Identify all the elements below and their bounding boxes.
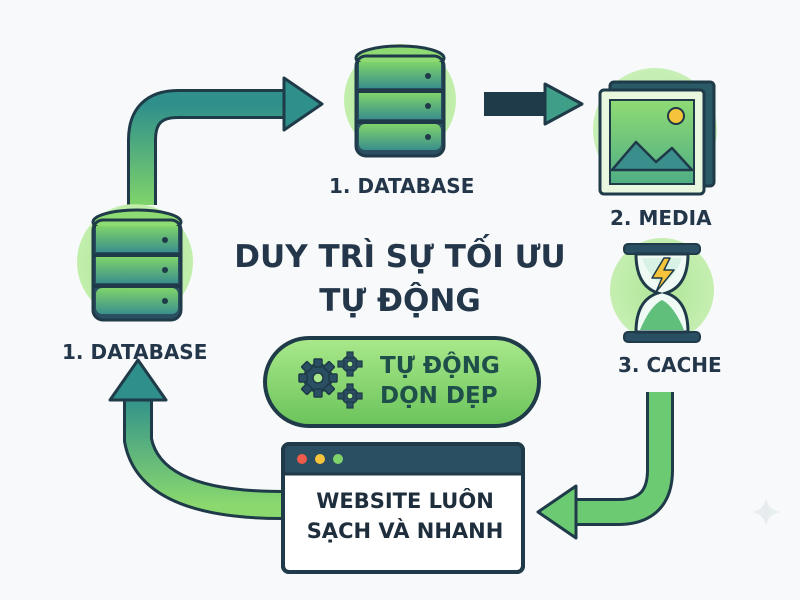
node-label-media: 2. MEDIA — [610, 206, 712, 230]
gear-icon — [298, 358, 338, 398]
diagram-title-line2: TỰ ĐỘNG — [319, 283, 481, 319]
auto-clean-line2: DỌN DẸP — [380, 383, 498, 409]
gear-icon — [337, 383, 363, 409]
node-label-database-top: 1. DATABASE — [329, 174, 475, 198]
arrow-cache-to-website — [536, 392, 674, 540]
website-text-line1: WEBSITE LUÔN — [316, 489, 494, 513]
arrow-database-to-media — [484, 82, 584, 126]
auto-clean-badge — [263, 336, 541, 428]
gear-icon — [337, 351, 363, 377]
image-icon — [593, 68, 717, 196]
arrow-website-to-database-left — [108, 358, 283, 520]
arrow-database-left-to-top — [127, 76, 324, 205]
database-icon — [344, 44, 456, 158]
browser-window-icon — [281, 442, 525, 574]
hourglass-icon — [610, 238, 714, 343]
node-label-database-left: 1. DATABASE — [62, 340, 208, 364]
sparkle-icon — [752, 498, 780, 526]
diagram-title-line1: DUY TRÌ SỰ TỐI ƯU — [234, 239, 566, 275]
database-icon — [77, 204, 193, 322]
node-label-cache: 3. CACHE — [618, 353, 722, 377]
website-text-line2: SẠCH VÀ NHANH — [306, 519, 504, 543]
auto-clean-line1: TỰ ĐỘNG — [380, 353, 500, 379]
